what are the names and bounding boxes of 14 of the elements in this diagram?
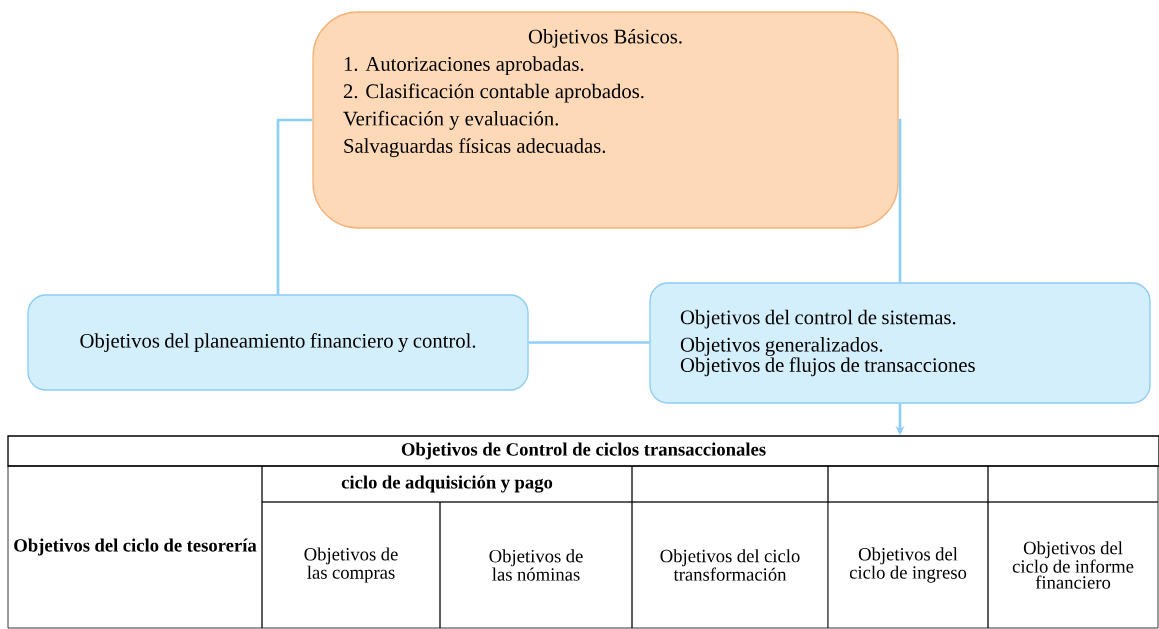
connector: [897, 118, 902, 283]
table-cell: ciclo de adquisición y pago: [261, 465, 633, 503]
connector: [528, 341, 650, 344]
table-cell: Objetivos del ciclo de informe financiero: [987, 501, 1159, 629]
objectives-box: Objetivos del control de sistemas. Objetivos generalizados. Objetivos de flujos de transacciones: [649, 282, 1151, 404]
table-cell: Objetivos del ciclo de ingreso: [827, 501, 989, 629]
table-cell: Objetivos de las nóminas: [439, 501, 633, 629]
table-header-cell: Objetivos de Control de ciclos transaccionales: [7, 435, 1159, 467]
connector: [276, 118, 313, 295]
objectives-box: Objetivos del planeamiento financiero y control.: [27, 294, 529, 391]
table-cell: Objetivos del ciclo transformación: [631, 501, 829, 629]
table-cell: Objetivos del ciclo de tesorería: [7, 465, 263, 629]
table-cell: Objetivos de las compras: [261, 501, 441, 629]
objectives-box: Objetivos Básicos. 1. Autorizaciones aprobadas. 2. Clasificación contable aprobados. Verificación y evaluación. Salvaguardas físicas adecuadas.: [312, 11, 899, 229]
